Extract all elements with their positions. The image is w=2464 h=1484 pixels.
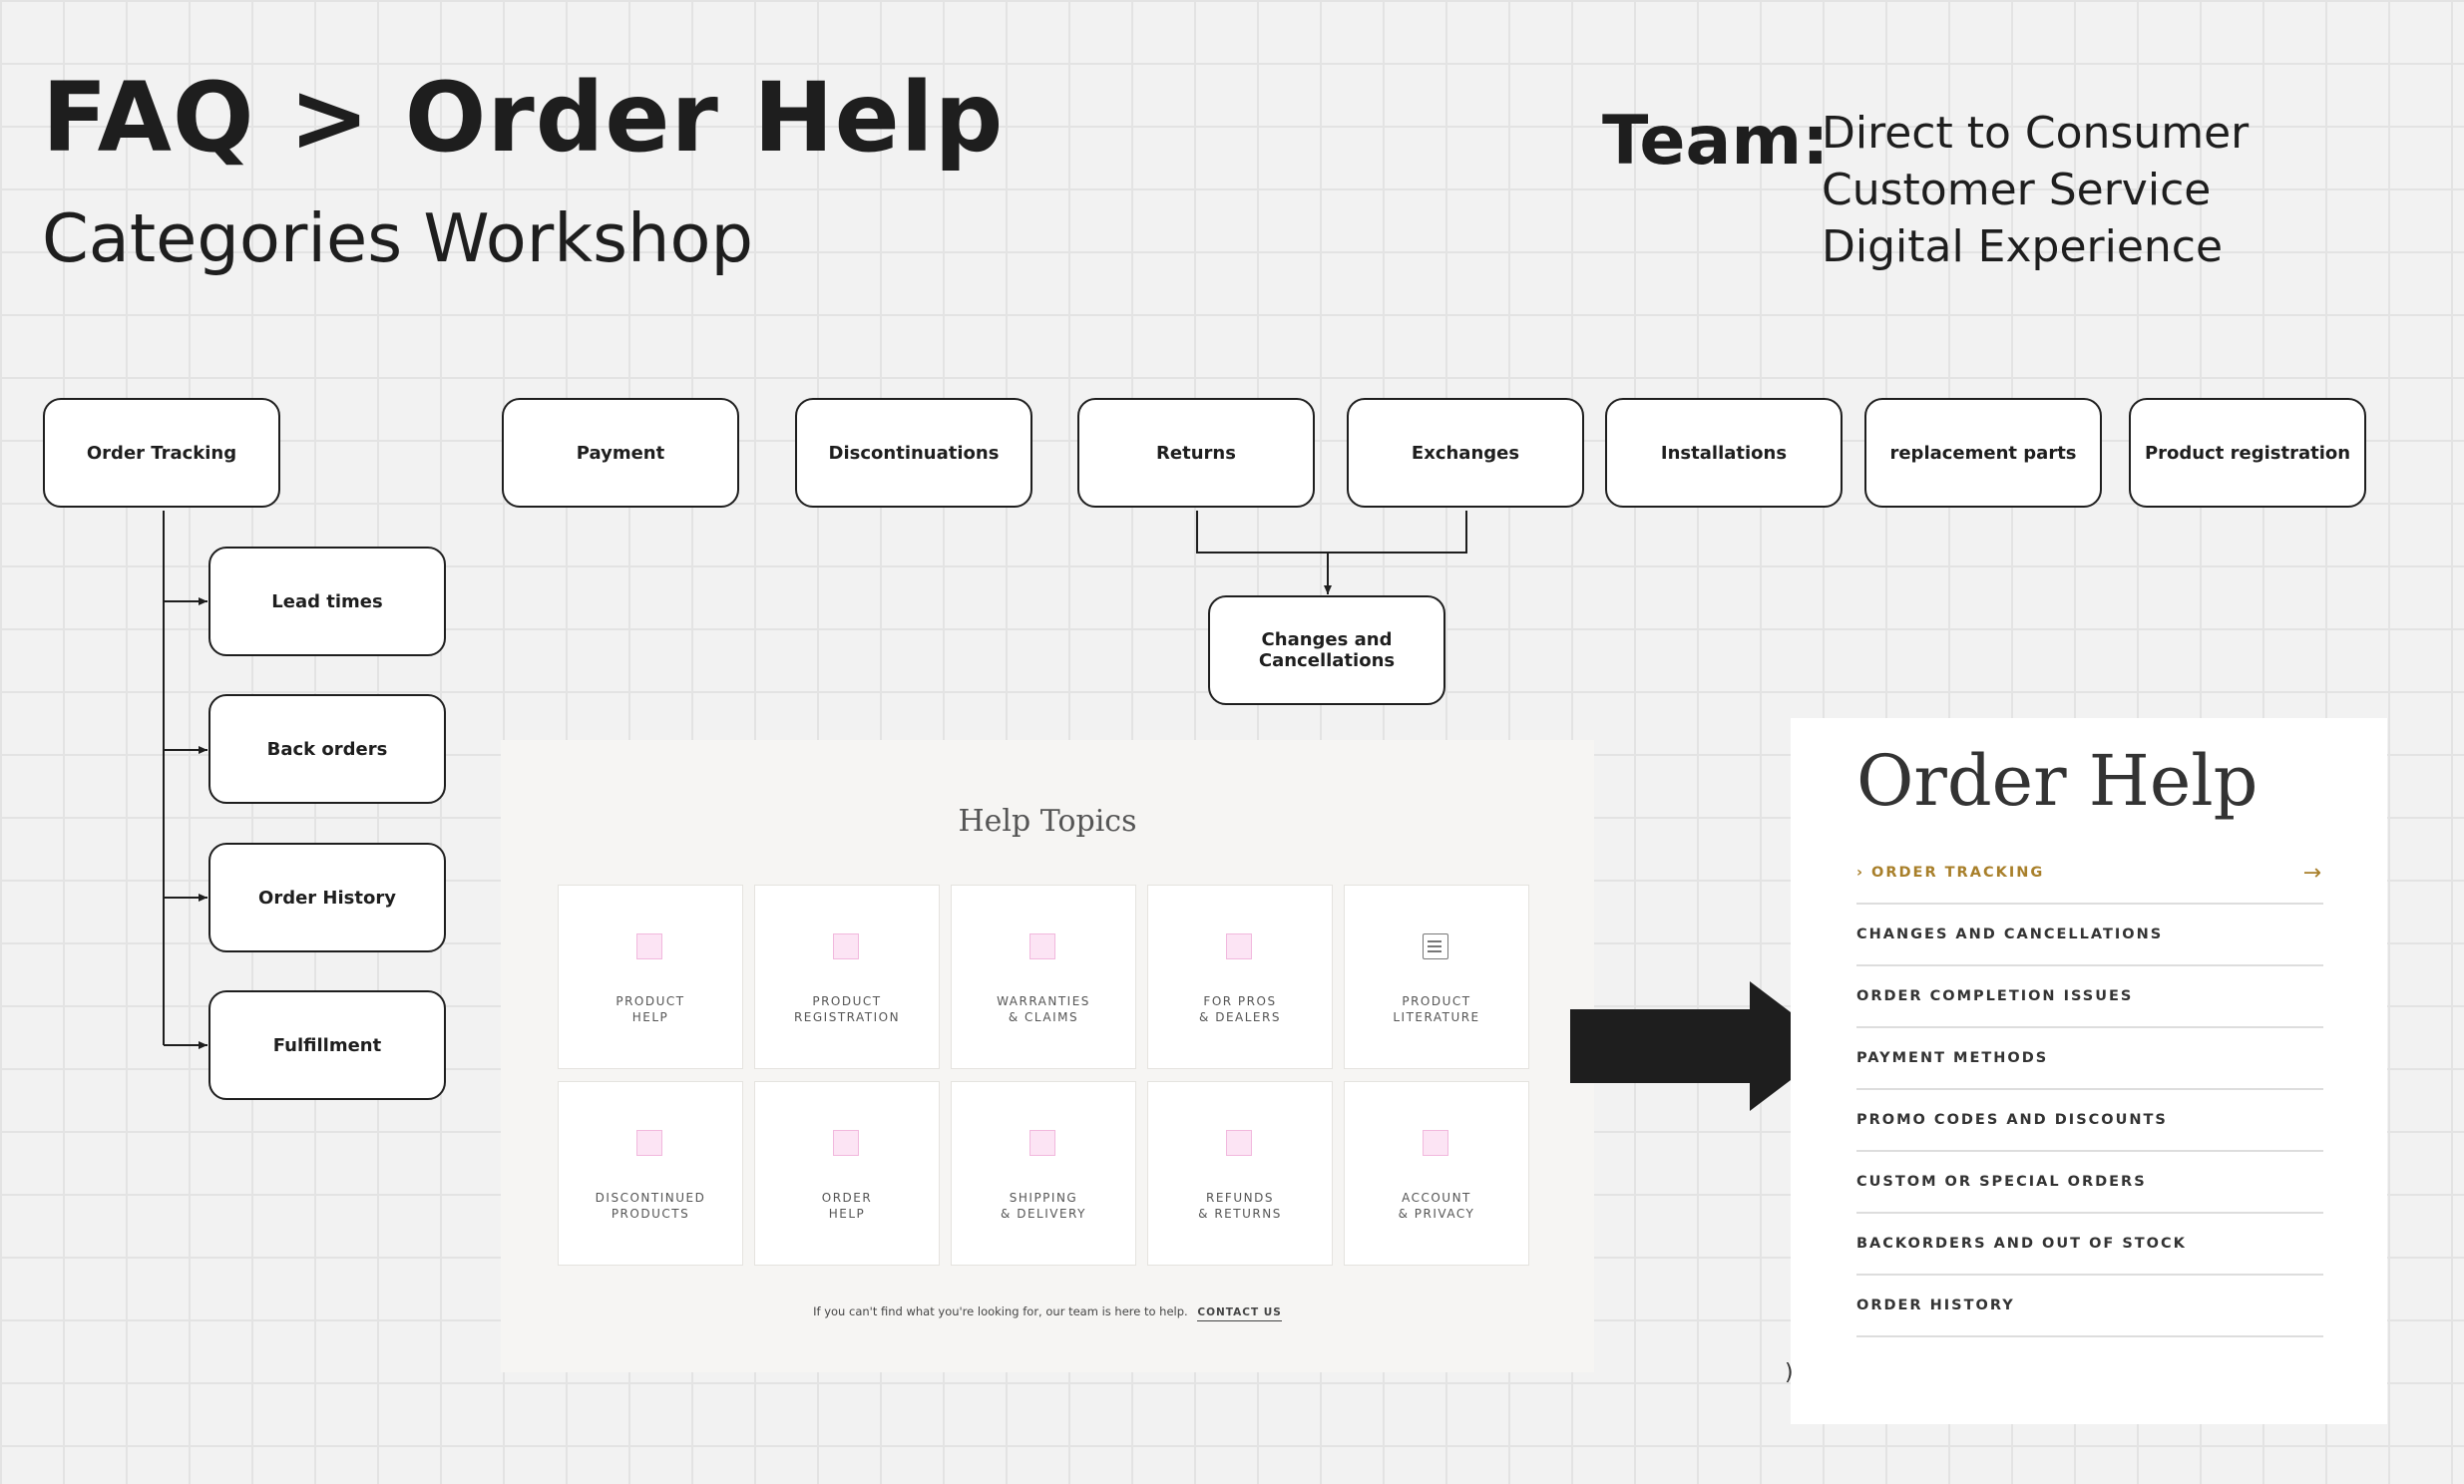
help-tile-warranties-claims[interactable]: WARRANTIES & CLAIMS xyxy=(951,885,1136,1069)
node-changes-and-cancellations[interactable]: Changes and Cancellations xyxy=(1208,595,1445,705)
square-placeholder-icon xyxy=(1226,1130,1252,1156)
page-subtitle: Categories Workshop xyxy=(42,199,753,277)
menu-item-label: CUSTOM OR SPECIAL ORDERS xyxy=(1856,1174,2147,1190)
tile-label: DISCONTINUED PRODUCTS xyxy=(595,1191,706,1221)
arrow-right-icon: → xyxy=(2302,861,2323,886)
tile-label: FOR PROS & DEALERS xyxy=(1199,994,1281,1024)
node-order-history[interactable]: Order History xyxy=(208,843,446,952)
tile-label: ACCOUNT & PRIVACY xyxy=(1398,1191,1475,1221)
menu-item-label: ORDER HISTORY xyxy=(1856,1298,2015,1313)
team-label: Team: xyxy=(1602,102,1830,181)
tile-label: SHIPPING & DELIVERY xyxy=(1001,1191,1086,1221)
menu-item-label: PROMO CODES AND DISCOUNTS xyxy=(1856,1112,2168,1128)
merge-connector xyxy=(1196,511,1467,554)
square-placeholder-icon xyxy=(1423,1130,1448,1156)
menu-item-payment-methods[interactable]: PAYMENT METHODS xyxy=(1856,1028,2323,1090)
square-placeholder-icon xyxy=(833,1130,859,1156)
menu-item-label: ORDER COMPLETION ISSUES xyxy=(1856,988,2134,1004)
square-placeholder-icon xyxy=(636,1130,662,1156)
stray-mark: ) xyxy=(1785,1360,1794,1385)
menu-item-label: PAYMENT METHODS xyxy=(1856,1050,2049,1066)
menu-item-backorders[interactable]: BACKORDERS AND OUT OF STOCK xyxy=(1856,1214,2323,1276)
tile-label: WARRANTIES & CLAIMS xyxy=(997,994,1090,1024)
node-product-registration[interactable]: Product registration xyxy=(2129,398,2366,508)
menu-item-promo-codes[interactable]: PROMO CODES AND DISCOUNTS xyxy=(1856,1090,2323,1152)
help-topics-title: Help Topics xyxy=(958,804,1137,839)
right-arrow-icon xyxy=(1570,981,1836,1111)
node-lead-times[interactable]: Lead times xyxy=(208,547,446,656)
team-member: Customer Service xyxy=(1822,165,2212,215)
help-tile-shipping-delivery[interactable]: SHIPPING & DELIVERY xyxy=(951,1081,1136,1266)
help-tile-account-privacy[interactable]: ACCOUNT & PRIVACY xyxy=(1344,1081,1529,1266)
square-placeholder-icon xyxy=(1029,1130,1055,1156)
menu-item-order-completion-issues[interactable]: ORDER COMPLETION ISSUES xyxy=(1856,966,2323,1028)
help-footer: If you can't find what you're looking fo… xyxy=(501,1304,1594,1321)
menu-item-label: CHANGES AND CANCELLATIONS xyxy=(1856,927,2164,942)
page-title: FAQ > Order Help xyxy=(42,62,1005,174)
help-tile-product-literature[interactable]: PRODUCT LITERATURE xyxy=(1344,885,1529,1069)
help-tile-discontinued-products[interactable]: DISCONTINUED PRODUCTS xyxy=(558,1081,743,1266)
order-help-screenshot: Order Help › ORDER TRACKING → CHANGES AN… xyxy=(1791,718,2387,1424)
tile-label: ORDER HELP xyxy=(821,1191,873,1221)
tile-label: REFUNDS & RETURNS xyxy=(1198,1191,1282,1221)
square-placeholder-icon xyxy=(1029,933,1055,959)
help-tile-refunds-returns[interactable]: REFUNDS & RETURNS xyxy=(1147,1081,1333,1266)
node-replacement-parts[interactable]: replacement parts xyxy=(1864,398,2102,508)
node-installations[interactable]: Installations xyxy=(1605,398,1843,508)
square-placeholder-icon xyxy=(833,933,859,959)
menu-item-label: BACKORDERS AND OUT OF STOCK xyxy=(1856,1236,2187,1252)
menu-item-custom-special-orders[interactable]: CUSTOM OR SPECIAL ORDERS xyxy=(1856,1152,2323,1214)
document-icon xyxy=(1423,933,1448,959)
menu-item-order-history[interactable]: ORDER HISTORY xyxy=(1856,1276,2323,1337)
team-member: Direct to Consumer xyxy=(1822,108,2250,159)
help-tile-for-pros-dealers[interactable]: FOR PROS & DEALERS xyxy=(1147,885,1333,1069)
node-discontinuations[interactable]: Discontinuations xyxy=(795,398,1032,508)
help-tile-product-registration[interactable]: PRODUCT REGISTRATION xyxy=(754,885,940,1069)
node-order-tracking[interactable]: Order Tracking xyxy=(43,398,280,508)
node-payment[interactable]: Payment xyxy=(502,398,739,508)
menu-item-order-tracking[interactable]: › ORDER TRACKING → xyxy=(1856,843,2323,905)
help-topics-screenshot: Help Topics PRODUCT HELP PRODUCT REGISTR… xyxy=(501,740,1594,1372)
square-placeholder-icon xyxy=(1226,933,1252,959)
node-back-orders[interactable]: Back orders xyxy=(208,694,446,804)
menu-item-label: › ORDER TRACKING xyxy=(1856,865,2045,881)
node-fulfillment[interactable]: Fulfillment xyxy=(208,990,446,1100)
help-footer-text: If you can't find what you're looking fo… xyxy=(813,1304,1188,1318)
tile-label: PRODUCT LITERATURE xyxy=(1393,994,1480,1024)
tile-label: PRODUCT HELP xyxy=(616,994,685,1024)
order-help-title: Order Help xyxy=(1856,740,2259,822)
help-tile-order-help[interactable]: ORDER HELP xyxy=(754,1081,940,1266)
menu-item-changes-cancellations[interactable]: CHANGES AND CANCELLATIONS xyxy=(1856,905,2323,966)
tile-label: PRODUCT REGISTRATION xyxy=(793,994,901,1024)
square-placeholder-icon xyxy=(636,933,662,959)
node-returns[interactable]: Returns xyxy=(1077,398,1315,508)
contact-us-link[interactable]: CONTACT US xyxy=(1197,1306,1282,1321)
node-exchanges[interactable]: Exchanges xyxy=(1347,398,1584,508)
help-tile-product-help[interactable]: PRODUCT HELP xyxy=(558,885,743,1069)
team-member: Digital Experience xyxy=(1822,221,2224,272)
